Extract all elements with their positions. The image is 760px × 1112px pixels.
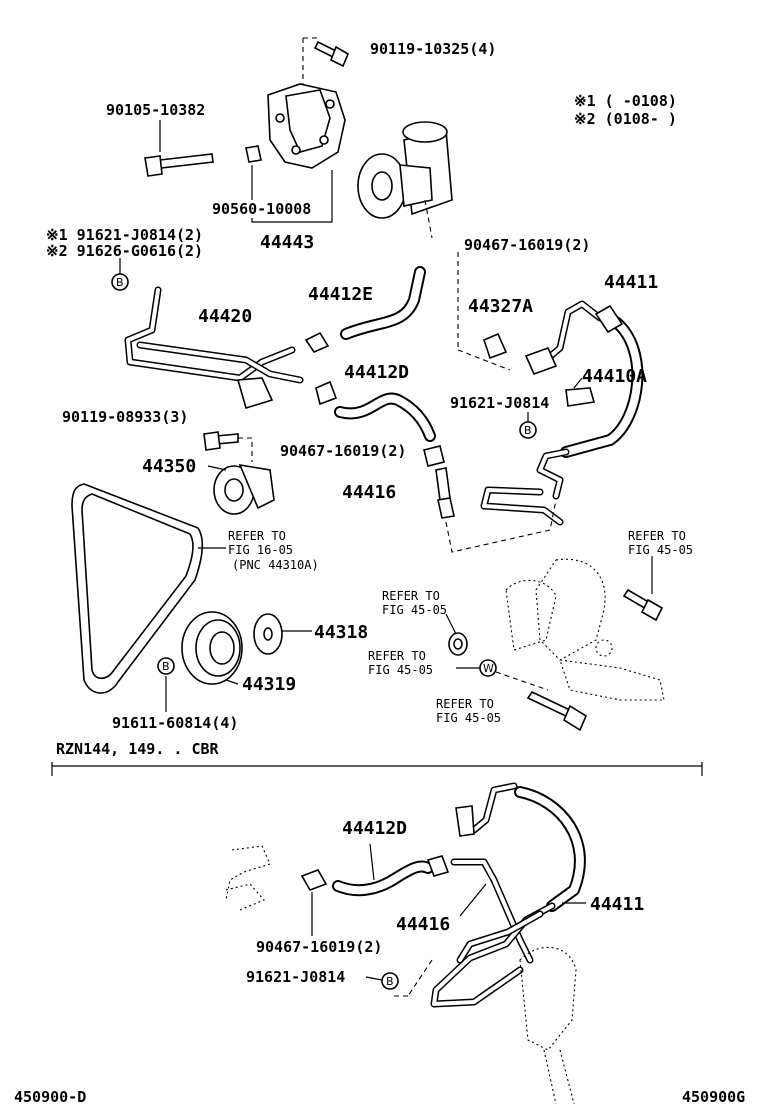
note-1: ※1 ( -0108) <box>574 92 677 110</box>
label-91626-note: ※2 91626-G0616(2) <box>46 242 203 260</box>
refer-4505-low-line1: REFER TO <box>436 697 494 711</box>
footer-right-code: 450900G <box>682 1088 745 1106</box>
pulley-44319 <box>181 611 243 685</box>
label-44412E: 44412E <box>308 284 373 305</box>
hose-44412D-lower <box>332 860 434 897</box>
label-90105-10382: 90105-10382 <box>106 101 205 119</box>
svg-text:B: B <box>524 424 532 437</box>
note-2: ※2 (0108- ) <box>574 110 677 128</box>
label-91611-60814: 91611-60814(4) <box>112 714 238 732</box>
clip-lower <box>300 855 450 891</box>
label-90560-10008: 90560-10008 <box>212 200 311 218</box>
label-91621-note: ※1 91621-J0814(2) <box>46 226 203 244</box>
refer-4505-mid-line1: REFER TO <box>382 589 440 603</box>
refer-4505-mid-line2: FIG 45-05 <box>382 603 447 617</box>
bolt-lower <box>526 690 588 732</box>
gear-lower-ghost <box>519 946 577 1105</box>
label-90119-10325: 90119-10325(4) <box>370 40 496 58</box>
steering-gear-ghost <box>505 558 665 701</box>
refer-4505-right-line2: FIG 45-05 <box>628 543 693 557</box>
hose-44411-lower <box>430 786 586 1008</box>
refer-4505-right-line1: REFER TO <box>628 529 686 543</box>
refer-4505-low-line2: FIG 45-05 <box>436 711 501 725</box>
refer-1605-line1: REFER TO <box>228 529 286 543</box>
svg-text:B: B <box>162 660 170 673</box>
refer-4505-w-line1: REFER TO <box>368 649 426 663</box>
label-44416-a: 44416 <box>342 482 396 503</box>
marker-b-3: B <box>157 657 175 675</box>
label-44319: 44319 <box>242 674 296 695</box>
label-90467-a: 90467-16019(2) <box>464 236 590 254</box>
fitting-44327A <box>457 252 511 371</box>
svg-text:B: B <box>116 276 124 289</box>
pipe-lower <box>450 782 534 964</box>
label-90467-c: 90467-16019(2) <box>256 938 382 956</box>
hose-44412D <box>334 392 436 442</box>
label-44350: 44350 <box>142 456 196 477</box>
clip-90467-b <box>423 445 445 467</box>
v-belt <box>71 483 204 694</box>
label-90119-08933: 90119-08933(3) <box>62 408 188 426</box>
label-91621-b: 91621-J0814 <box>246 968 345 986</box>
marker-b-4: B <box>381 972 399 990</box>
label-44318: 44318 <box>314 622 368 643</box>
bracket-44443 <box>267 37 346 169</box>
nut-mid <box>448 632 468 656</box>
marker-b-1: B <box>111 273 129 291</box>
bolt-90119-08933 <box>203 431 239 451</box>
label-44412D-a: 44412D <box>344 362 409 383</box>
hose-44412E <box>340 266 426 340</box>
plate-44318 <box>253 613 283 655</box>
label-91621-a: 91621-J0814 <box>450 394 549 412</box>
label-44411-b: 44411 <box>590 894 644 915</box>
svg-text:B: B <box>386 975 394 988</box>
refer-1605-line2: FIG 16-05 <box>228 543 293 557</box>
bolt-90119-10325 <box>313 40 350 68</box>
label-90467-b: 90467-16019(2) <box>280 442 406 460</box>
lower-engine-ghost <box>225 845 271 911</box>
label-44412D-b: 44412D <box>342 818 407 839</box>
label-44443: 44443 <box>260 232 314 253</box>
union-44410A <box>524 346 596 407</box>
idler-44350 <box>213 463 275 515</box>
collar-90560-10008 <box>245 145 262 163</box>
refer-4505-w-line2: FIG 45-05 <box>368 663 433 677</box>
marker-w: W <box>479 659 497 677</box>
clamp-upper <box>304 331 338 406</box>
label-44327A: 44327A <box>468 296 533 317</box>
union-44416 <box>435 467 455 519</box>
svg-text:W: W <box>483 662 494 675</box>
pipe-44420 <box>124 286 304 410</box>
label-44411-a: 44411 <box>604 272 658 293</box>
oil-pump-assembly <box>357 121 453 219</box>
section-title: RZN144, 149. . CBR <box>56 740 220 758</box>
label-44410A: 44410A <box>582 366 647 387</box>
refer-1605-line3: (PNC 44310A) <box>232 558 319 572</box>
marker-b-2: B <box>519 421 537 439</box>
label-44420: 44420 <box>198 306 252 327</box>
bolt-right <box>622 588 664 622</box>
hose-44411 <box>480 300 644 526</box>
footer-left-code: 450900-D <box>14 1088 86 1106</box>
label-44416-b: 44416 <box>396 914 450 935</box>
bolt-90105-10382 <box>144 153 214 177</box>
